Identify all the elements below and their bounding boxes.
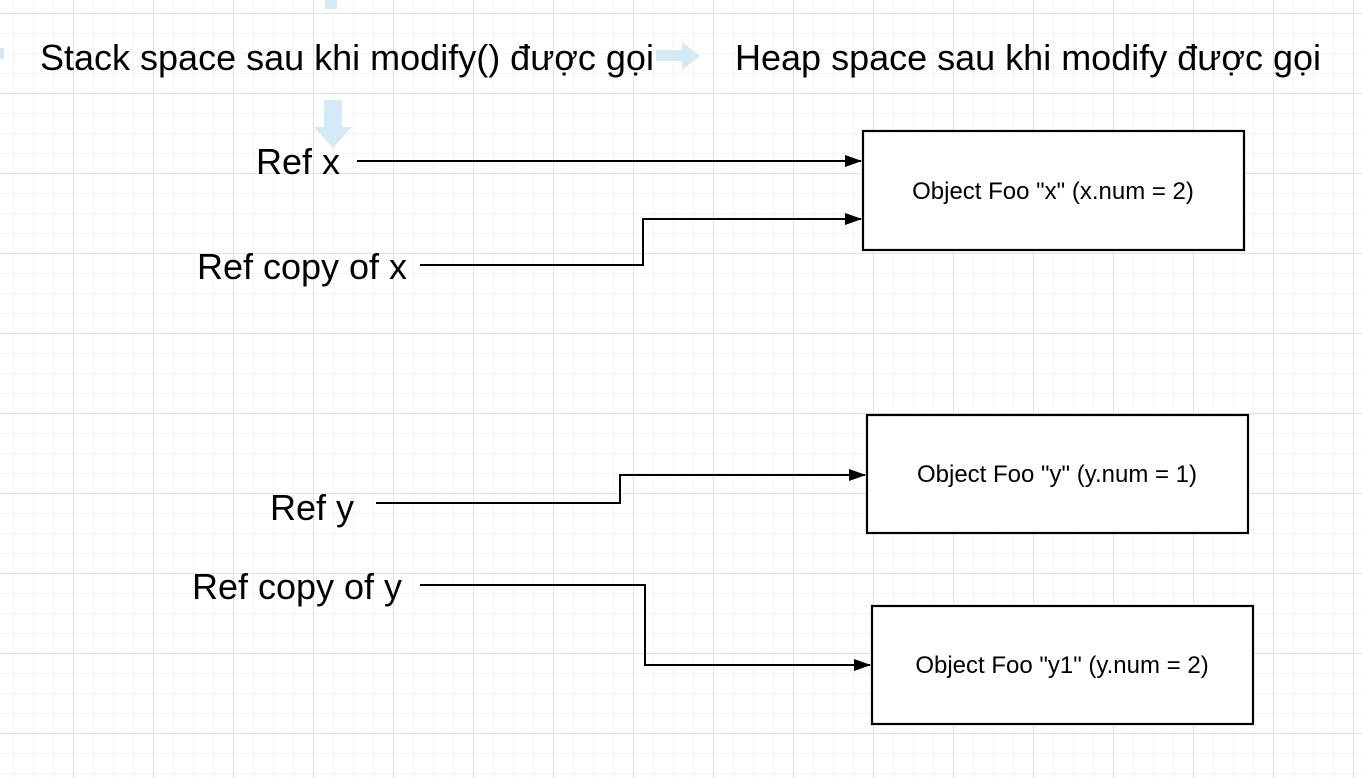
heap-object-x-label[interactable]: Object Foo "x" (x.num = 2) — [912, 178, 1194, 205]
heap-object-y-box[interactable] — [865, 413, 1250, 535]
clipped-shape-top-icon[interactable] — [325, 0, 337, 9]
label-ref-copy-of-y[interactable]: Ref copy of y — [192, 566, 402, 607]
connector-ref-copy-y-to-object-y1[interactable] — [420, 584, 871, 671]
label-ref-x[interactable]: Ref x — [256, 141, 340, 182]
heap-object-y1-label[interactable]: Object Foo "y1" (y.num = 2) — [915, 652, 1208, 679]
stack-space-title[interactable]: Stack space sau khi modify() được gọi — [40, 37, 654, 78]
heap-object-x-box[interactable] — [861, 129, 1246, 252]
clipped-shape-left-icon[interactable] — [0, 48, 4, 59]
connector-ref-copy-x-to-object-x[interactable] — [420, 213, 862, 266]
heap-object-y1-box[interactable] — [870, 604, 1255, 726]
heap-object-y-label[interactable]: Object Foo "y" (y.num = 1) — [917, 461, 1197, 488]
heap-space-title[interactable]: Heap space sau khi modify được gọi — [735, 37, 1321, 78]
flow-down-arrow-icon[interactable] — [314, 100, 352, 148]
connector-ref-y-to-object-y[interactable] — [376, 469, 866, 504]
flow-right-arrow-icon[interactable] — [656, 42, 700, 70]
label-ref-y[interactable]: Ref y — [270, 487, 354, 528]
label-ref-copy-of-x[interactable]: Ref copy of x — [197, 246, 407, 287]
